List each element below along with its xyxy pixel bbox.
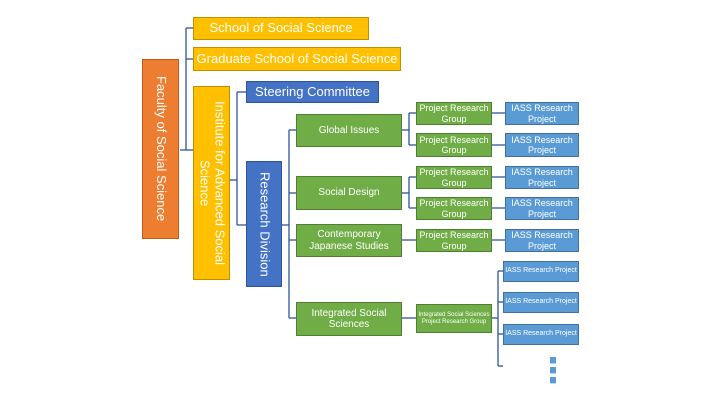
institute-label: Institute for Advanced Social Science (197, 100, 228, 266)
iass-label: IASS Research Project (511, 134, 573, 155)
group-label: Contemporary Japanese Studies (309, 229, 389, 252)
iass-research-project: IASS Research Project (505, 166, 579, 189)
group-contemporary-japanese-studies: Contemporary Japanese Studies (296, 224, 402, 257)
steering-committee-box: Steering Committee (246, 81, 379, 103)
integrated-iass-project: IASS Research Project (503, 292, 579, 313)
prg-label: Integrated Social Sciences Project Resea… (418, 311, 490, 325)
group-global-issues: Global Issues (296, 114, 402, 147)
faculty-box: Faculty of Social Science (142, 59, 179, 239)
research-division-label: Research Division (257, 171, 273, 277)
project-research-group: Project Research Group (416, 229, 492, 252)
project-research-group: Project Research Group (416, 166, 492, 189)
ellipsis-glyph: ⋮ (536, 352, 570, 390)
iass-label: IASS Research Project (511, 230, 573, 251)
integrated-iass-project: IASS Research Project (503, 324, 579, 345)
integrated-iass-project: IASS Research Project (503, 261, 579, 282)
iass-label: IASS Research Project (505, 298, 577, 306)
faculty-label: Faculty of Social Science (153, 76, 169, 222)
group-social-design: Social Design (296, 176, 402, 210)
iass-label: IASS Research Project (505, 330, 577, 338)
iass-label: IASS Research Project (505, 267, 577, 275)
project-research-group: Project Research Group (416, 102, 492, 125)
school-label: School of Social Science (209, 20, 353, 36)
school-box: School of Social Science (193, 17, 369, 40)
group-integrated-social-sciences: Integrated Social Sciences (296, 302, 402, 336)
prg-label: Project Research Group (419, 167, 489, 188)
iass-label: IASS Research Project (511, 103, 573, 124)
project-research-group: Project Research Group (416, 133, 492, 157)
iass-research-project: IASS Research Project (505, 102, 579, 125)
prg-label: Project Research Group (419, 230, 489, 251)
research-division-box: Research Division (246, 161, 282, 287)
prg-label: Project Research Group (419, 103, 489, 124)
integrated-project-research-group: Integrated Social Sciences Project Resea… (416, 304, 492, 333)
group-label: Global Issues (318, 124, 380, 136)
prg-label: Project Research Group (419, 198, 489, 219)
iass-label: IASS Research Project (511, 198, 573, 219)
group-label: Social Design (318, 187, 380, 199)
prg-label: Project Research Group (419, 134, 489, 155)
steering-committee-label: Steering Committee (255, 83, 370, 99)
iass-research-project: IASS Research Project (505, 229, 579, 252)
group-label: Integrated Social Sciences (311, 307, 387, 331)
project-research-group: Project Research Group (416, 197, 492, 220)
iass-label: IASS Research Project (511, 167, 573, 188)
iass-research-project: IASS Research Project (505, 197, 579, 220)
institute-box: Institute for Advanced Social Science (193, 86, 230, 280)
graduate-school-box: Graduate School of Social Science (193, 47, 401, 71)
more-projects-ellipsis: ⋮ (536, 350, 570, 395)
graduate-school-label: Graduate School of Social Science (196, 50, 398, 66)
iass-research-project: IASS Research Project (505, 133, 579, 157)
